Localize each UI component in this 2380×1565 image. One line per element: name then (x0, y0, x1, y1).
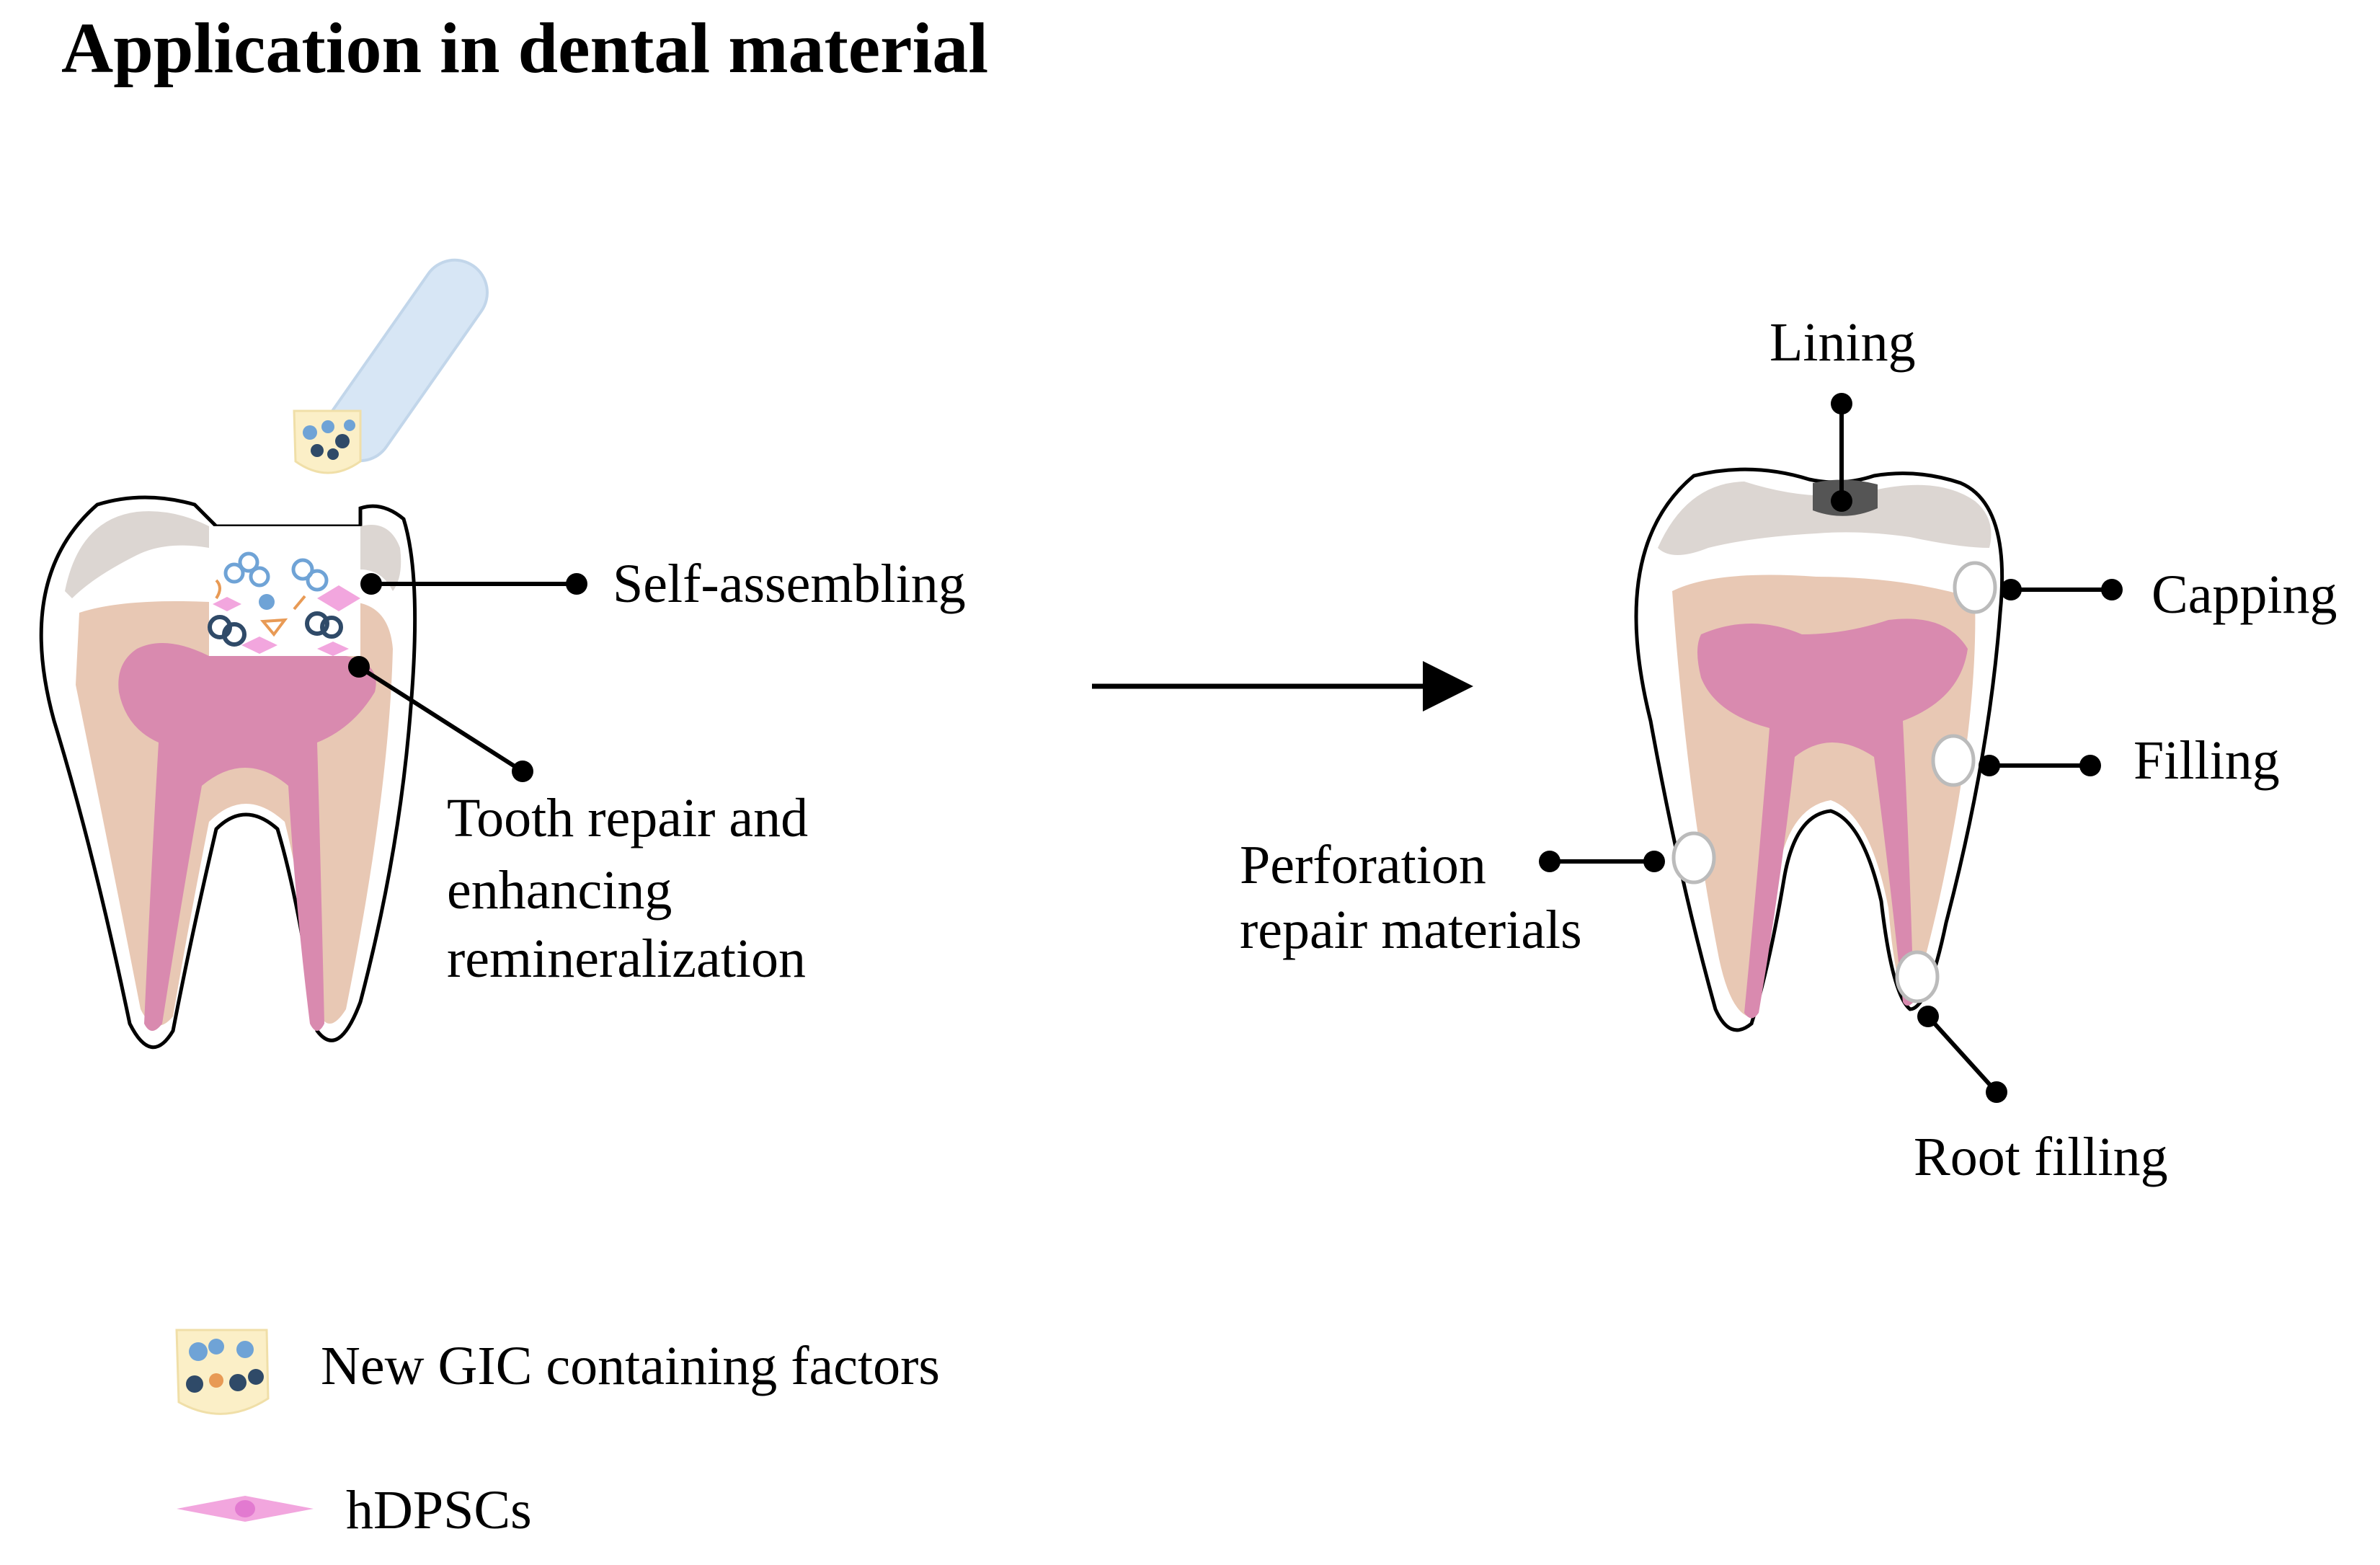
connector-dot (2101, 579, 2123, 600)
label-tooth-repair-line2: enhancing (447, 860, 672, 921)
label-self-assembling: Self-assembling (613, 554, 966, 614)
label-tooth-repair-line1: Tooth repair and (447, 788, 808, 848)
label-lining: Lining (1770, 312, 1916, 373)
connector-dot (2000, 579, 2022, 600)
connector-dot (1643, 851, 1665, 872)
page-title: Application in dental material (61, 8, 988, 88)
enamel-layer (1658, 482, 1992, 555)
label-filling: Filling (2133, 730, 2280, 791)
applicator-icon (293, 258, 489, 474)
connector-dot (348, 656, 370, 678)
connector-dot (1986, 1081, 2007, 1103)
label-perforation-line1: Perforation (1240, 835, 1486, 895)
legend-hdpsc-label: hDPSCs (346, 1480, 532, 1540)
legend: New GIC containing factors hDPSCs (175, 1329, 940, 1540)
label-tooth-repair-line3: remineralization (447, 928, 806, 989)
tooth-repair-connector (358, 665, 524, 773)
gic-particles (208, 551, 360, 656)
pulp-chamber (118, 643, 376, 1031)
enamel-layer (65, 511, 209, 598)
legend-gic-label: New GIC containing factors (321, 1336, 940, 1396)
hdpsc-legend-icon (177, 1496, 314, 1522)
connector-dot (566, 573, 587, 595)
right-tooth: Lining Capping Filling Perforation repai… (1240, 312, 2337, 1187)
capping-spot (1953, 561, 1997, 614)
label-capping: Capping (2152, 564, 2337, 625)
root-filling-connector (1926, 1014, 1999, 1094)
gic-legend-icon (175, 1329, 270, 1415)
root-filling-spot (1895, 950, 1940, 1003)
filling-spot (1931, 734, 1976, 787)
left-tooth: Self-assembling Tooth repair and enhanci… (39, 258, 966, 1050)
connector-dot (1831, 490, 1852, 512)
label-perforation-line2: repair materials (1240, 900, 1582, 960)
pulp-chamber (1697, 619, 1968, 1019)
perforation-spot (1671, 831, 1716, 885)
connector-dot (1917, 1006, 1939, 1027)
connector-dot (1831, 393, 1852, 414)
connector-dot (512, 761, 533, 782)
label-root-filling: Root filling (1914, 1127, 2168, 1187)
connector-dot (1979, 755, 2000, 776)
connector-dot (2079, 755, 2101, 776)
connector-dot (1539, 851, 1560, 872)
connector-dot (360, 573, 382, 595)
